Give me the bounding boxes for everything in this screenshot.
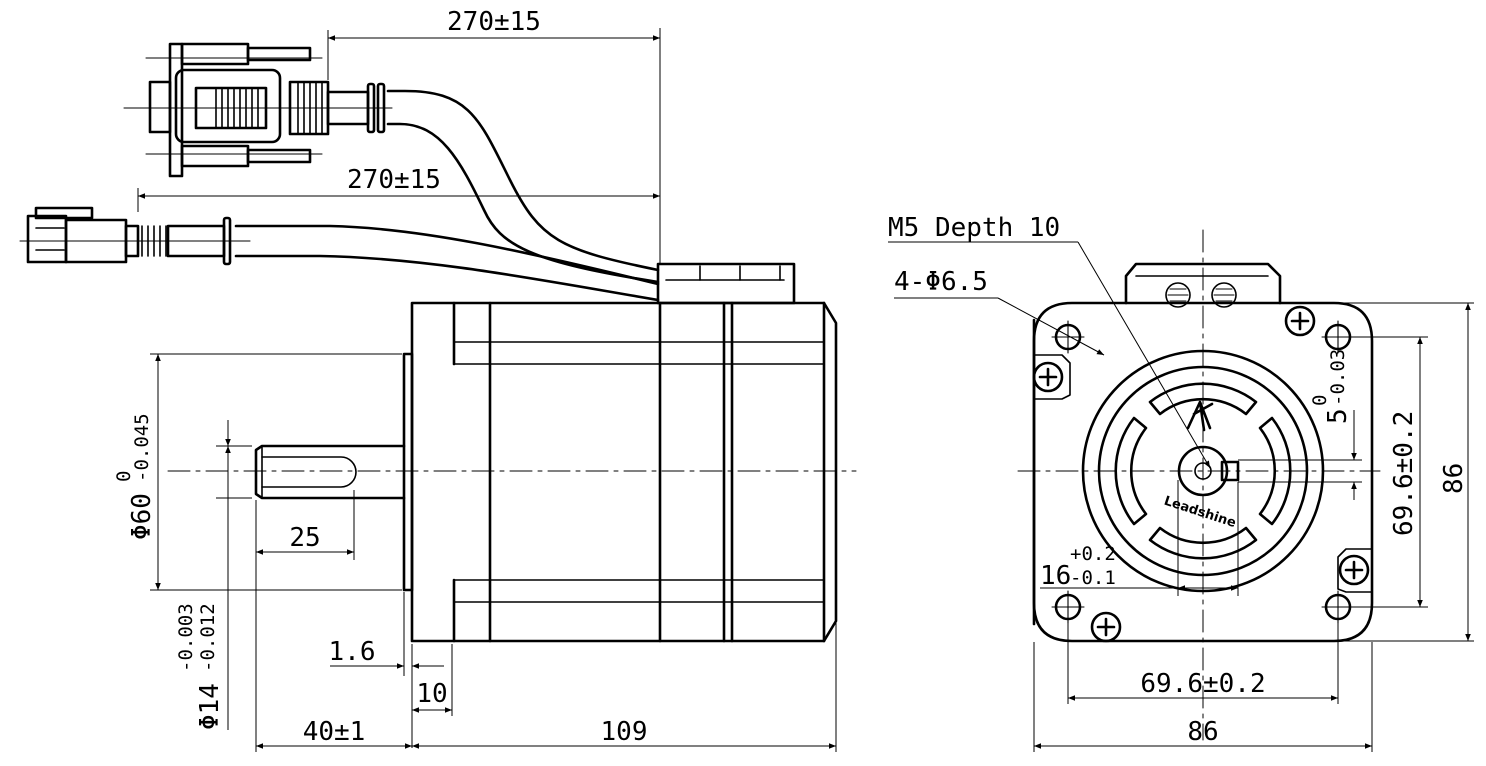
dim-frame-height: 86 <box>1439 463 1469 494</box>
dim-key-height-upper: +0.2 <box>1070 543 1116 565</box>
dim-shaft-length: 40±1 <box>303 717 366 747</box>
dim-shaft-diameter: Φ14 <box>195 683 225 730</box>
dim-key-width: 5 <box>1323 408 1353 424</box>
dim-key-height: 16 <box>1040 561 1071 591</box>
dim-pilot-diameter: Φ60 <box>127 493 157 540</box>
encoder-db-connector <box>123 42 393 178</box>
flange-windows <box>1114 382 1292 560</box>
dim-bolt-spacing-horizontal: 69.6±0.2 <box>1140 669 1265 699</box>
mount-holes <box>1051 320 1355 624</box>
rear-cap <box>822 301 838 643</box>
dim-frame-width: 86 <box>1187 717 1218 747</box>
dim-body-length: 109 <box>601 717 648 747</box>
encoder-cable <box>386 89 660 272</box>
dim-pilot-upper: 0 <box>113 471 135 482</box>
dim-cable1-length: 270±15 <box>447 7 541 37</box>
screws <box>1032 305 1373 643</box>
front-view: Leadshine M5 Depth 10 4-Φ6.5 5 0 -0.03 1… <box>888 213 1474 752</box>
dim-bolt-spacing-vertical: 69.6±0.2 <box>1389 411 1419 536</box>
dim-shaft-lower: -0.012 <box>197 603 219 672</box>
dim-key-height-lower: -0.1 <box>1070 567 1116 589</box>
brand-logo-text: Leadshine <box>1162 494 1238 531</box>
connector-housing <box>656 262 796 305</box>
front-connector <box>1124 262 1282 305</box>
mount-holes-note: 4-Φ6.5 <box>894 267 988 297</box>
dim-key-length: 25 <box>289 523 320 553</box>
motor-body <box>410 301 826 643</box>
dim-key-width-upper: 0 <box>1309 395 1331 406</box>
power-cable <box>234 224 660 286</box>
shaft-key <box>261 456 357 488</box>
power-connector <box>19 206 251 266</box>
dim-flange-thickness: 10 <box>416 679 447 709</box>
side-view: 270±15 270±15 Φ60 0 -0.045 Φ14 -0.003 -0… <box>19 7 857 752</box>
motor-shaft <box>254 444 406 500</box>
dim-pilot-lower: -0.045 <box>131 413 153 482</box>
dim-shaft-upper: -0.003 <box>175 603 197 672</box>
flange-pilot <box>402 352 414 592</box>
dim-cable2-length: 270±15 <box>347 165 441 195</box>
front-frame <box>1032 301 1374 643</box>
dim-key-width-lower: -0.03 <box>1327 349 1349 406</box>
thread-note: M5 Depth 10 <box>888 213 1060 243</box>
dim-flange-step: 1.6 <box>329 637 376 667</box>
